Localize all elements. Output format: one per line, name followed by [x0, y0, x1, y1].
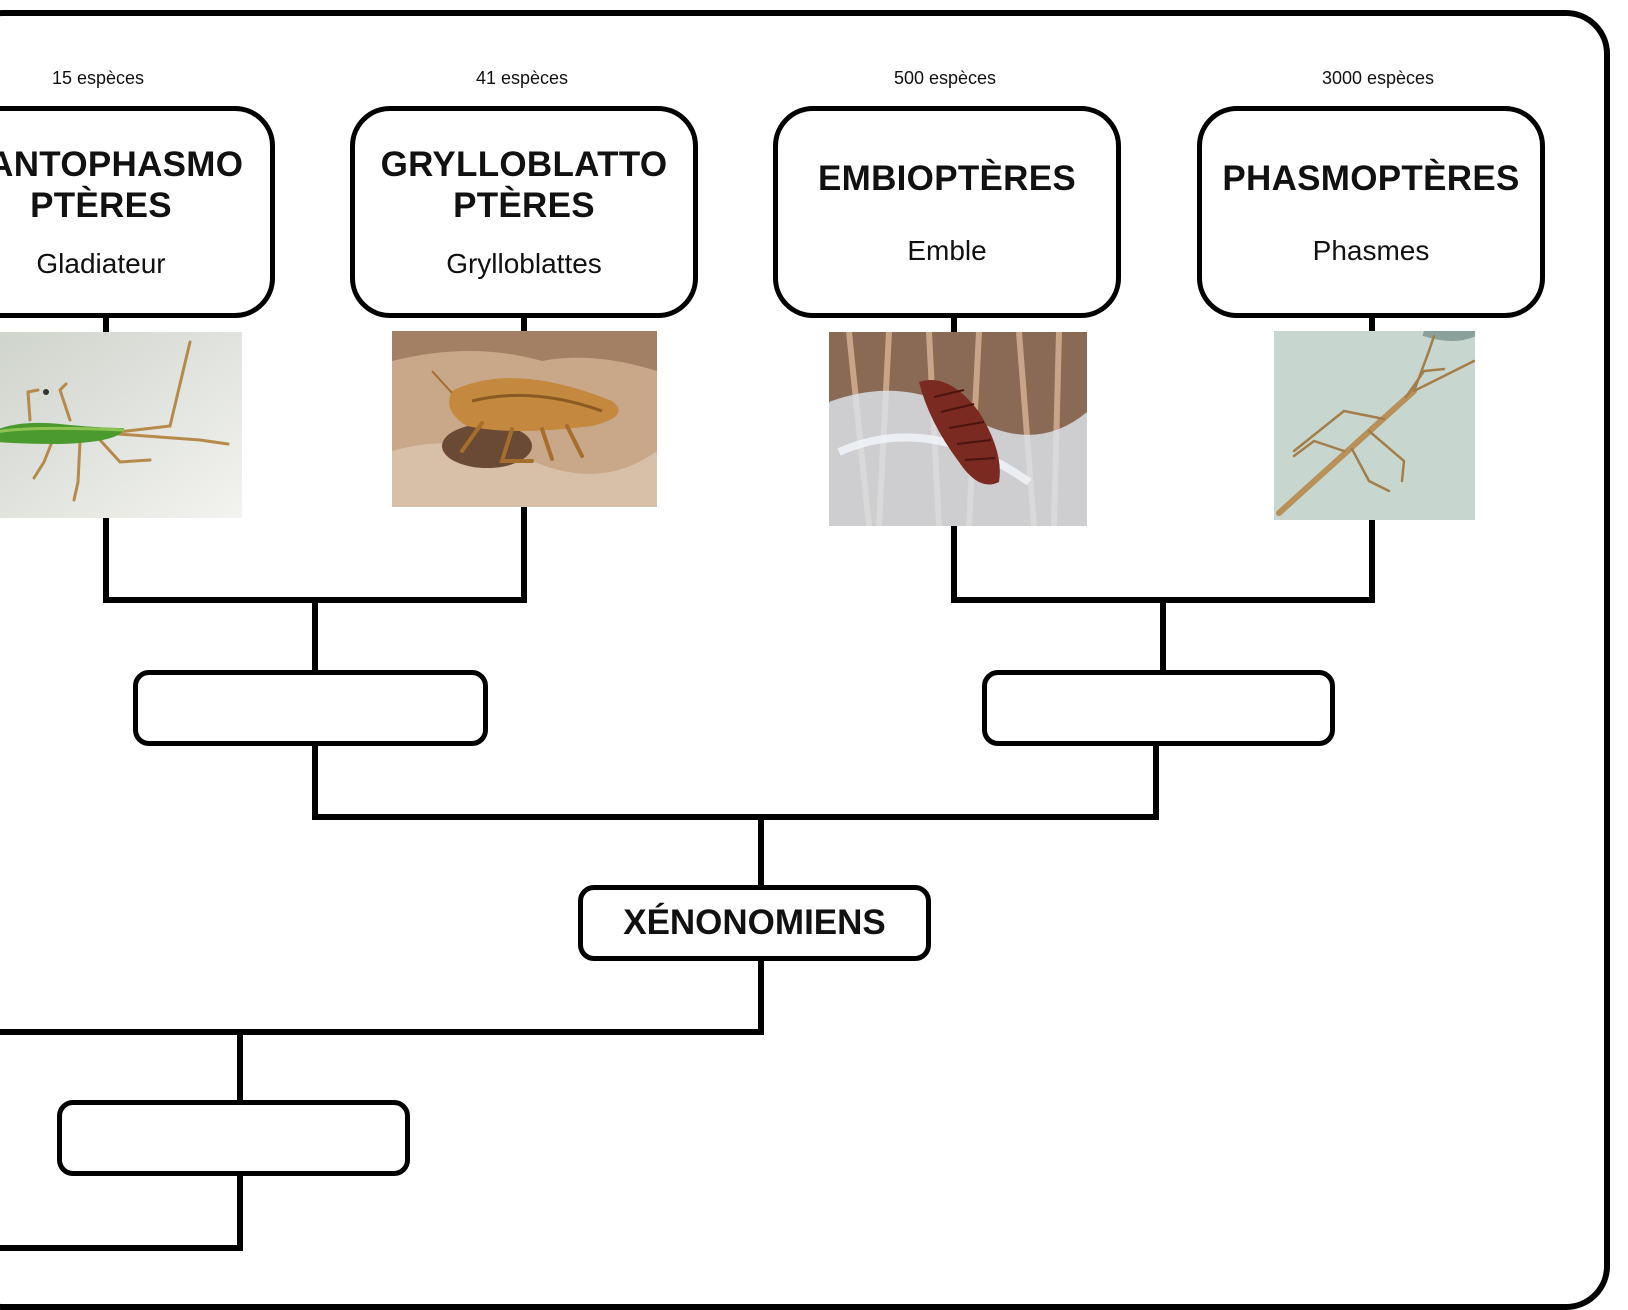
taxon-name-line2: PTÈRES — [0, 185, 243, 226]
species-count-embio: 500 espèces — [835, 68, 1055, 89]
taxon-box-phasmo: PHASMOPTÈRES Phasmes — [1197, 106, 1545, 318]
taxon-name-line1: GRYLLOBLATTO — [381, 144, 668, 185]
taxon-box-embio: EMBIOPTÈRES Emble — [773, 106, 1121, 318]
species-count-grylloblatto: 41 espèces — [412, 68, 632, 89]
taxon-common-embio: Emble — [907, 235, 986, 267]
photo-phasmo — [1274, 331, 1475, 520]
taxon-name-grylloblatto: GRYLLOBLATTO PTÈRES — [381, 144, 668, 226]
species-count-mantophasmo: 15 espèces — [0, 68, 208, 89]
taxon-common-grylloblatto: Grylloblattes — [446, 248, 602, 280]
photo-grylloblatto — [392, 331, 657, 507]
taxon-box-grylloblatto: GRYLLOBLATTO PTÈRES Grylloblattes — [350, 106, 698, 318]
clade-node-right — [982, 670, 1335, 746]
taxon-name-mantophasmo: MANTOPHASMO PTÈRES — [0, 144, 243, 226]
branch-lower-down — [0, 1173, 240, 1248]
species-count-phasmo: 3000 espèces — [1268, 68, 1488, 89]
clade-node-left — [133, 670, 488, 746]
taxon-name-line1: MANTOPHASMO — [0, 144, 243, 185]
photo-mantophasmo — [0, 332, 242, 518]
clade-node-lower — [57, 1100, 410, 1176]
photo-embio — [829, 332, 1087, 526]
clade-node-xenonomiens: XÉNONOMIENS — [578, 885, 931, 961]
taxon-name-embio: EMBIOPTÈRES — [818, 158, 1076, 199]
taxon-name-phasmo: PHASMOPTÈRES — [1222, 158, 1519, 199]
taxon-name-line2: PTÈRES — [381, 185, 668, 226]
taxon-common-mantophasmo: Gladiateur — [36, 248, 165, 280]
branch-xeno-down — [0, 958, 761, 1032]
taxon-common-phasmo: Phasmes — [1313, 235, 1430, 267]
taxon-box-mantophasmo: MANTOPHASMO PTÈRES Gladiateur — [0, 106, 275, 318]
